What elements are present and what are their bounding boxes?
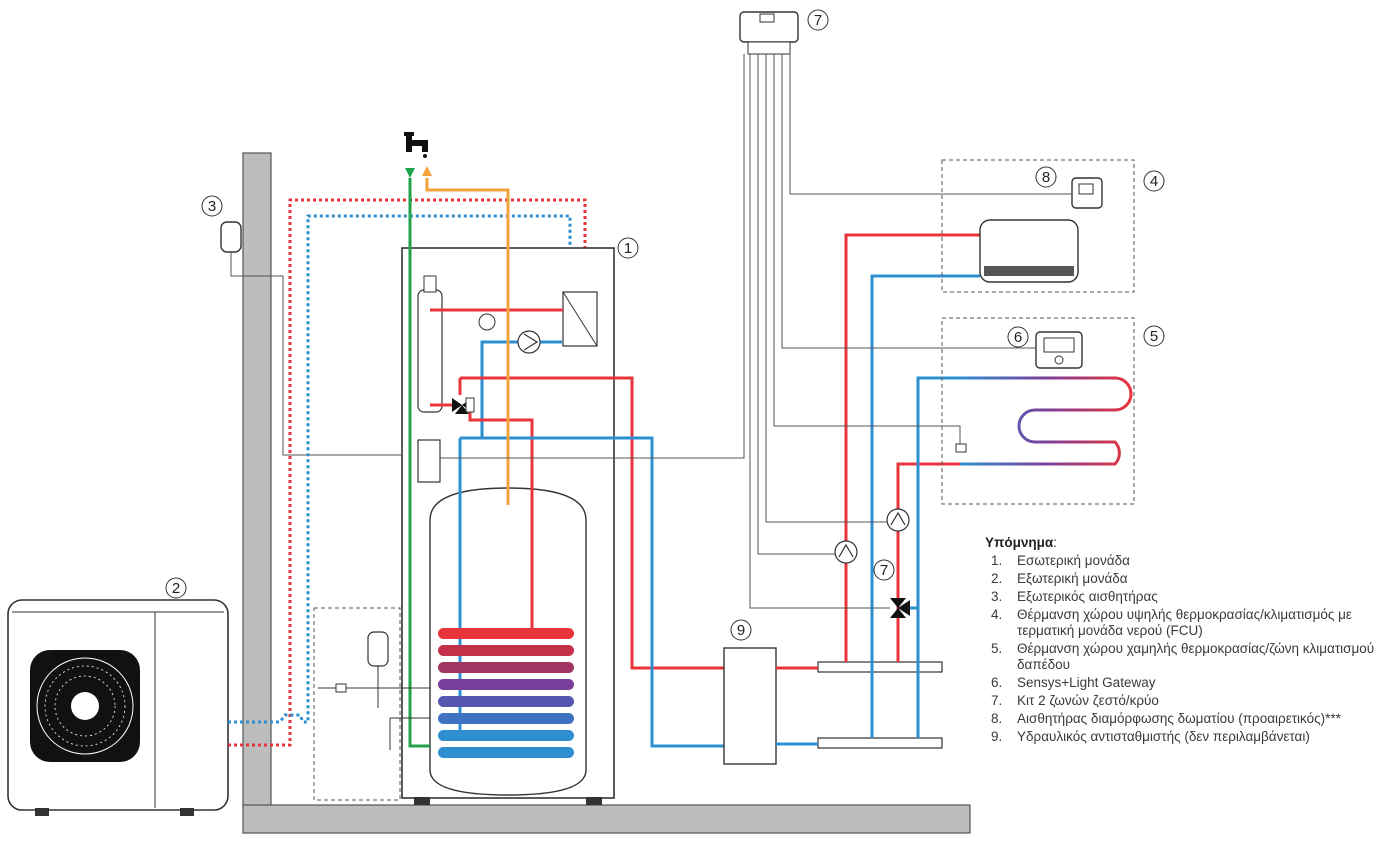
- legend-item: 4.Θέρμανση χώρου υψηλής θερμοκρασίας/κλι…: [991, 607, 1352, 638]
- tank-coil: [438, 628, 574, 758]
- legend-item: 9.Υδραυλικός αντισταθμιστής (δεν περιλαμ…: [991, 729, 1310, 744]
- outdoor-unit: [7, 599, 229, 816]
- legend-item: 2.Εξωτερική μονάδα: [991, 571, 1128, 586]
- zone-valve-icon: [890, 598, 918, 618]
- callouts: 1 2 3 4 5 6 7 7 8 9: [165, 9, 1165, 641]
- outdoor-sensor: [220, 221, 414, 456]
- svg-text:6: 6: [1014, 329, 1022, 346]
- legend-item: 1.Εσωτερική μονάδα: [991, 553, 1130, 568]
- faucet-icon: [404, 132, 428, 158]
- svg-text:9: 9: [737, 622, 745, 639]
- legend-item: 5.Θέρμανση χώρου χαμηλής θερμοκρασίας/ζώ…: [991, 641, 1375, 672]
- zone-pump-1: [834, 540, 858, 564]
- zone-4-box: [941, 159, 1135, 293]
- dhw-lines: [405, 166, 510, 748]
- svg-text:1: 1: [624, 240, 632, 257]
- callout-hydraulic-separator: 9: [730, 619, 752, 641]
- control-wiring: [440, 54, 1072, 609]
- svg-text:8: 8: [1042, 169, 1050, 186]
- callout-zone-kit-top: 7: [807, 9, 829, 31]
- callout-zone-kit-valve: 7: [873, 559, 895, 581]
- svg-text:7: 7: [880, 562, 888, 579]
- callout-indoor-unit: 1: [617, 237, 639, 259]
- callout-gateway: 6: [1007, 326, 1029, 348]
- room-sensor-icon: [1071, 177, 1103, 209]
- legend-list: 1.Εσωτερική μονάδα 2.Εξωτερική μονάδα 3.…: [985, 553, 1385, 745]
- three-way-valve-icon: [452, 397, 475, 414]
- fan-icon: [30, 650, 140, 762]
- svg-text:2: 2: [172, 580, 180, 597]
- manifolds: [776, 661, 943, 749]
- refrigerant-lines: [228, 198, 587, 747]
- pump-icon: [517, 330, 541, 354]
- safety-group: [313, 607, 430, 801]
- zone-kit-controller: [739, 11, 799, 55]
- legend-item: 8.Αισθητήρας διαμόρφωσης δωματίου (προαι…: [991, 711, 1341, 726]
- zone-5-box: [941, 317, 1135, 505]
- callout-room-sensor: 8: [1035, 166, 1057, 188]
- zone-pump-2: [886, 508, 910, 532]
- legend: Υπόμνημα: 1.Εσωτερική μονάδα 2.Εξωτερική…: [985, 535, 1385, 747]
- svg-text:3: 3: [208, 198, 216, 215]
- svg-text:5: 5: [1150, 328, 1158, 345]
- callout-outdoor-unit: 2: [165, 577, 187, 599]
- svg-text:7: 7: [814, 12, 822, 29]
- wall: [242, 152, 971, 834]
- legend-item: 7.Κιτ 2 ζωνών ζεστό/κρύο: [991, 693, 1159, 708]
- zone-lines: [844, 233, 980, 738]
- legend-item: 6.Sensys+Light Gateway: [991, 675, 1156, 690]
- legend-title: Υπόμνημα:: [985, 535, 1057, 550]
- legend-item: 3.Εξωτερικός αισθητήρας: [991, 589, 1158, 604]
- callout-high-temp-zone: 4: [1143, 170, 1165, 192]
- gateway-icon: [1035, 331, 1083, 369]
- hydraulic-separator: [723, 647, 777, 765]
- callout-outdoor-sensor: 3: [201, 195, 223, 217]
- svg-text:4: 4: [1150, 173, 1158, 190]
- callout-low-temp-zone: 5: [1143, 325, 1165, 347]
